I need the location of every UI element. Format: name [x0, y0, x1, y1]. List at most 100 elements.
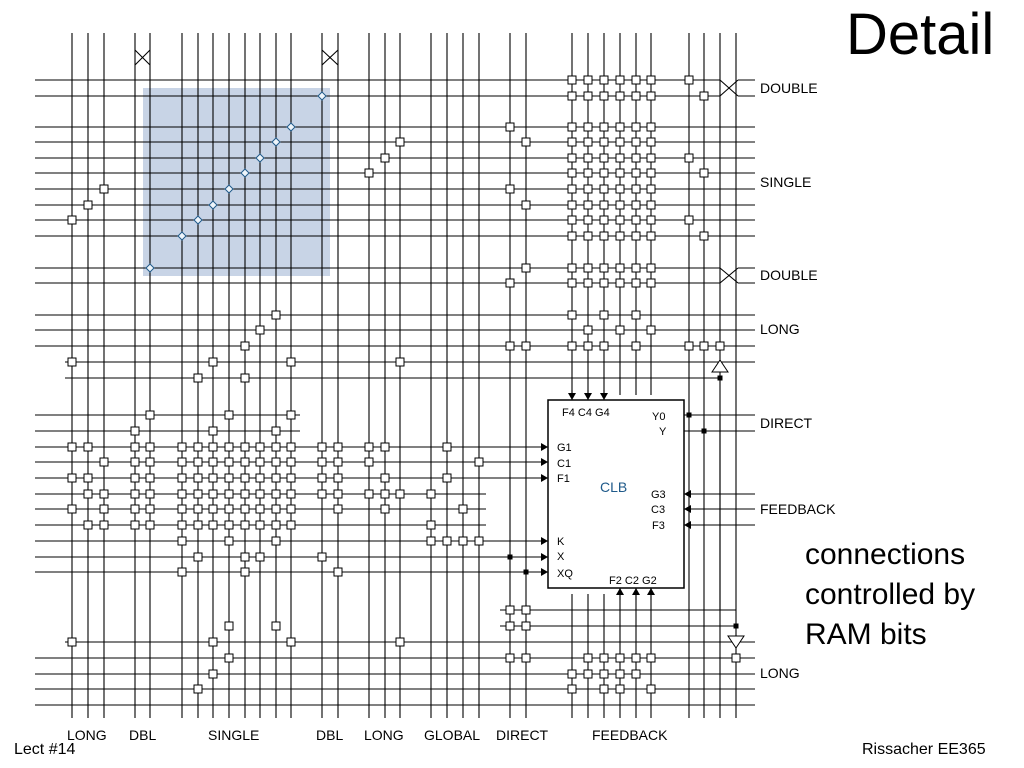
switch-point — [271, 489, 281, 499]
switch-point — [583, 122, 593, 132]
switch-point — [380, 153, 390, 163]
switch-point — [83, 473, 93, 483]
switch-point — [145, 473, 155, 483]
pip-diamond — [317, 91, 327, 101]
switch-point — [224, 536, 234, 546]
switch-point — [130, 489, 140, 499]
switch-point — [271, 426, 281, 436]
switch-point — [380, 442, 390, 452]
switch-point — [615, 669, 625, 679]
label-bottom-dbl-2: DBL — [316, 727, 343, 743]
arrow-right — [541, 537, 548, 545]
switch-point — [631, 231, 641, 241]
switch-point — [130, 520, 140, 530]
switch-point — [615, 137, 625, 147]
switch-point — [224, 621, 234, 631]
switch-point — [83, 200, 93, 210]
switch-point — [364, 442, 374, 452]
switch-point — [240, 520, 250, 530]
switch-point — [699, 341, 709, 351]
highlight-region — [143, 88, 330, 276]
switch-point — [193, 520, 203, 530]
clb-block: F4 C4 G4 F2 C2 G2 CLB G1 C1 F1 K X XQ Y0… — [541, 359, 745, 649]
switch-point — [567, 215, 577, 225]
switch-point — [67, 504, 77, 514]
switch-point — [458, 536, 468, 546]
switch-point — [286, 457, 296, 467]
junction-dot — [733, 623, 739, 629]
switch-point — [177, 457, 187, 467]
switch-point — [631, 184, 641, 194]
label-direct: DIRECT — [760, 415, 813, 431]
label-bottom-long: LONG — [67, 727, 107, 743]
switch-point — [67, 215, 77, 225]
switch-point — [646, 137, 656, 147]
switch-point — [177, 520, 187, 530]
switch-point — [395, 137, 405, 147]
switch-point — [521, 621, 531, 631]
switch-point — [255, 442, 265, 452]
switch-point — [271, 473, 281, 483]
switch-point — [271, 520, 281, 530]
switch-point — [177, 489, 187, 499]
switch-point — [240, 341, 250, 351]
switch-point — [286, 637, 296, 647]
switch-point — [208, 504, 218, 514]
buffer-up — [711, 359, 729, 373]
switch-point — [684, 75, 694, 85]
arrow-down — [600, 393, 608, 400]
arrow-right — [541, 443, 548, 451]
switch-point — [240, 373, 250, 383]
pip-diamond — [177, 231, 187, 241]
switch-point — [255, 552, 265, 562]
label-feedback: FEEDBACK — [760, 501, 836, 517]
switch-point — [67, 473, 77, 483]
switch-point — [286, 442, 296, 452]
switch-point — [583, 341, 593, 351]
switch-point — [567, 75, 577, 85]
switch-point — [255, 504, 265, 514]
switch-point — [631, 122, 641, 132]
switch-point — [599, 153, 609, 163]
arrow-right — [541, 474, 548, 482]
switch-point — [271, 621, 281, 631]
switch-point — [380, 504, 390, 514]
switch-point — [193, 504, 203, 514]
switch-point — [193, 489, 203, 499]
switch-point — [599, 263, 609, 273]
switch-point — [631, 263, 641, 273]
switch-point — [193, 373, 203, 383]
right-labels: DOUBLE SINGLE DOUBLE LONG DIRECT FEEDBAC… — [760, 80, 836, 681]
label-long-bottom: LONG — [760, 665, 800, 681]
switch-point — [599, 122, 609, 132]
caption-line-2: controlled by — [805, 578, 976, 611]
switch-point — [317, 552, 327, 562]
switch-point — [145, 442, 155, 452]
switch-point — [631, 91, 641, 101]
switch-point — [505, 605, 515, 615]
switch-point — [631, 75, 641, 85]
arrow-left — [684, 521, 691, 529]
switch-point — [364, 168, 374, 178]
switch-point — [271, 504, 281, 514]
switch-point — [567, 200, 577, 210]
switch-point — [646, 231, 656, 241]
switch-point — [583, 75, 593, 85]
switch-point — [699, 91, 709, 101]
switch-point — [583, 200, 593, 210]
switch-point — [646, 653, 656, 663]
switch-point — [684, 153, 694, 163]
caption: connections controlled by RAM bits — [805, 535, 1020, 655]
switch-point — [364, 489, 374, 499]
label-double-top: DOUBLE — [760, 80, 818, 96]
switch-point — [583, 325, 593, 335]
switch-point — [240, 567, 250, 577]
pip-diamond — [224, 184, 234, 194]
label-bottom-direct: DIRECT — [496, 727, 549, 743]
switch-point — [286, 357, 296, 367]
switch-point — [177, 473, 187, 483]
switch-point — [333, 442, 343, 452]
arrow-up — [616, 588, 624, 595]
switch-point — [631, 278, 641, 288]
switch-point — [224, 653, 234, 663]
